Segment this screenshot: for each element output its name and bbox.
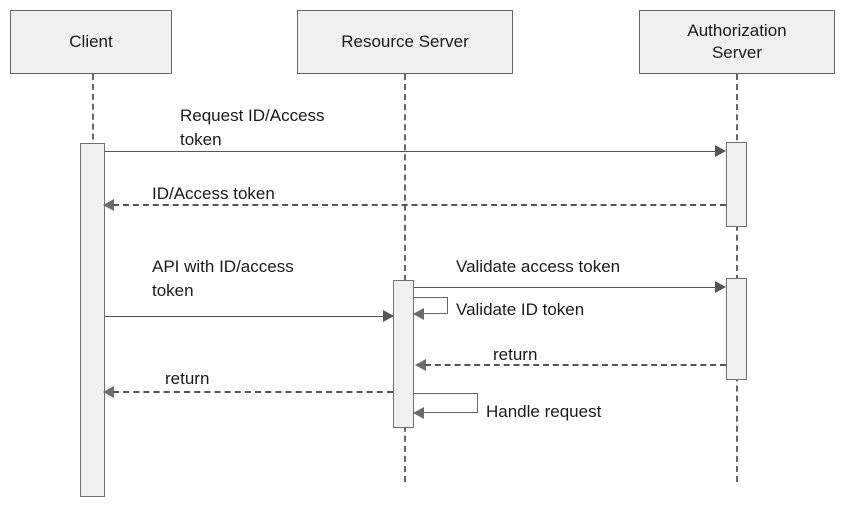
- lifeline-dash-resource-server: [404, 74, 406, 482]
- activation-bar-authorization-server-1: [726, 142, 747, 227]
- lifeline-box-resource-server[interactable]: Resource Server: [297, 10, 513, 74]
- message-arrowhead-request-token: [715, 145, 726, 157]
- message-arrowhead-validate-id-token: [413, 308, 424, 320]
- message-label-id-access-token: ID/Access token: [152, 184, 275, 203]
- lifeline-label-authorization-server: Authorization Server: [687, 21, 787, 62]
- message-label-return-rs-to-client: return: [165, 369, 210, 388]
- activation-bar-client: [80, 143, 105, 497]
- message-line-return-rs-to-client: [113, 391, 393, 393]
- lifeline-label-resource-server: Resource Server: [341, 32, 469, 51]
- message-line-api-with-token: [105, 316, 388, 317]
- message-label-validate-id-token: Validate ID token: [456, 300, 585, 319]
- activation-bar-authorization-server-2: [726, 278, 747, 380]
- message-label-validate-access-token: Validate access token: [456, 257, 621, 276]
- message-arrowhead-handle-request: [413, 407, 424, 419]
- message-line-return-as-to-rs: [425, 364, 726, 366]
- message-line-id-access-token: [113, 204, 726, 206]
- message-label-api-with-token: API with ID/access token: [152, 257, 294, 300]
- message-selfloop-validate-id-token: [414, 297, 448, 314]
- message-arrowhead-api-with-token: [383, 310, 394, 322]
- message-arrowhead-return-as-to-rs: [415, 359, 426, 371]
- message-line-request-token: [105, 151, 720, 152]
- lifeline-box-authorization-server[interactable]: Authorization Server: [639, 10, 835, 74]
- message-label-request-token: Request ID/Access token: [180, 106, 325, 149]
- message-label-return-as-to-rs: return: [493, 345, 538, 364]
- message-line-validate-access-token: [414, 287, 720, 288]
- message-label-handle-request: Handle request: [486, 402, 602, 421]
- lifeline-label-client: Client: [69, 32, 113, 51]
- message-arrowhead-return-rs-to-client: [103, 386, 114, 398]
- lifeline-box-client[interactable]: Client: [10, 10, 172, 74]
- activation-bar-resource-server: [393, 280, 414, 428]
- message-arrowhead-validate-access-token: [715, 281, 726, 293]
- message-selfloop-handle-request: [414, 393, 478, 413]
- message-arrowhead-id-access-token: [103, 199, 114, 211]
